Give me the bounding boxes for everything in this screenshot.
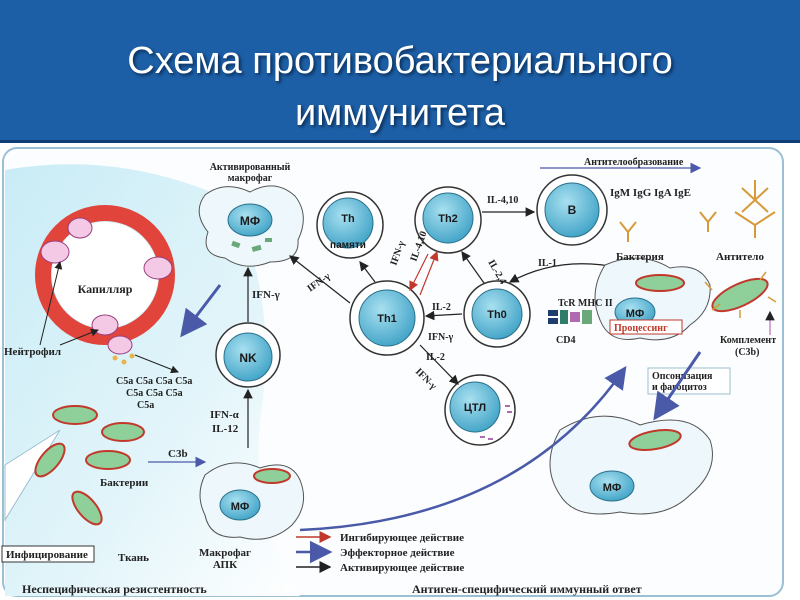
complement-label-1: Комплемент — [720, 335, 776, 346]
antibody-cluster — [619, 180, 776, 242]
presenting-mf-label: МФ — [626, 308, 645, 320]
ifn-alpha-label: IFN-α — [210, 409, 240, 421]
ifn-y-th0-label: IFN-γ — [428, 332, 454, 343]
legend-effector-label: Эффекторное действие — [340, 547, 455, 559]
opsonization-label-2: и фагоцитоз — [652, 382, 707, 393]
nk-label: NK — [239, 351, 257, 365]
nk-cell: NK — [215, 322, 281, 388]
bacterium — [52, 405, 98, 425]
c5a-arrow — [134, 354, 179, 374]
legend-inhibit-label: Ингибирующее действие — [340, 532, 464, 544]
th0-cell: Th0 — [463, 280, 531, 348]
slide-title-line-1: Схема противобактериального — [127, 40, 673, 82]
il-1-label: IL-1 — [538, 258, 557, 269]
capillary: Капилляр — [35, 205, 175, 365]
nonspecific-resistance-label: Неспецифическая резистентность — [22, 582, 207, 596]
th1-cell: Th1 — [349, 280, 425, 356]
ingested-bacterium — [635, 274, 685, 292]
slide-title-line-2: иммунитета — [294, 92, 506, 134]
c3b-label: C3b — [168, 448, 188, 460]
infection-label: Инфицирование — [6, 549, 88, 561]
b-cell: B — [536, 174, 608, 246]
neutrophil-label: Нейтрофил — [4, 346, 61, 358]
neutrophil — [40, 240, 70, 264]
apc-label-1: Макрофаг — [199, 547, 251, 559]
th1-to-ctl-arrow — [419, 344, 459, 385]
engulfed-bacterium — [628, 429, 682, 451]
bacteria-group — [34, 405, 145, 526]
infection-box — [1, 545, 95, 563]
activated-macrophage-label-2: макрофаг — [228, 173, 273, 184]
legend-activate-label: Активирующее действие — [340, 562, 464, 574]
mf-label: МФ — [240, 214, 260, 228]
nk-ifn-gamma: IFN-γ — [252, 289, 280, 301]
th2-cell: Th2 — [414, 186, 482, 254]
th1-to-memory-arrow — [359, 261, 376, 283]
th1-to-macrophage-arrow — [289, 255, 351, 304]
c5a-row-1: C5a C5a C5a C5a — [116, 376, 192, 387]
antibody-formation-label: Антителообразование — [584, 157, 684, 168]
neutrophil — [143, 256, 173, 280]
processing-label: Процессинг — [614, 323, 668, 334]
antigen-presentation-arrow — [299, 365, 627, 532]
neutrophil — [67, 217, 93, 239]
th-memory-label-1: Th — [341, 213, 355, 225]
neutrophil-pointer — [59, 328, 99, 346]
capillary-label: Капилляр — [78, 282, 133, 296]
c5a-row-3: C5a — [137, 400, 154, 411]
b-label: B — [568, 203, 577, 217]
th0-to-th1-arrow — [424, 310, 463, 321]
th0-to-th2-arrow — [461, 251, 485, 284]
macrophage-effector-arrow — [180, 284, 222, 338]
apc-mf-label: МФ — [231, 501, 250, 513]
th2-inhibit-th1-arrow — [409, 253, 429, 292]
th1-label: Th1 — [377, 313, 397, 325]
il12-label: IL-12 — [212, 423, 239, 435]
apc-label-2: АПК — [213, 559, 237, 571]
processing-box — [609, 319, 683, 335]
neutrophil — [91, 314, 119, 336]
th1-inhibit-th2-arrow — [419, 250, 439, 296]
activated-macrophage-label-1: Активированный — [210, 162, 291, 173]
ctl-cell: ЦТЛ — [444, 374, 516, 446]
title-band: Схема противобактериального иммунитета — [0, 0, 800, 143]
th2-label: Th2 — [438, 213, 458, 225]
antigen-specific-response-label: Антиген-специфический иммунный ответ — [412, 582, 642, 596]
ig-classes-label: IgM IgG IgA IgE — [610, 187, 691, 199]
il-2-ctl-label: IL-2 — [426, 352, 445, 363]
antibody-label: Антитело — [716, 251, 764, 263]
th-memory-label-2: памяти — [330, 240, 366, 251]
il-2-label: IL-2 — [432, 302, 451, 313]
c5a-row-2: C5a C5a C5a — [126, 388, 183, 399]
tcr-mhc-complex — [548, 310, 592, 324]
macrophage-apc: МФ — [199, 462, 305, 540]
opsonization-arrow — [653, 351, 702, 421]
bacterium — [85, 450, 131, 470]
opsonized-bacterium — [704, 271, 777, 318]
presenting-macrophage: МФ — [594, 257, 711, 341]
tcr-mhc-label: TcR MHC II — [558, 298, 613, 309]
th0-label: Th0 — [487, 309, 507, 321]
activated-macrophage: МФ — [198, 185, 304, 267]
phagocytosing-macrophage: МФ — [549, 415, 713, 515]
tissue-label: Ткань — [118, 552, 149, 564]
cd4-label: CD4 — [556, 335, 575, 346]
bacterium — [34, 442, 66, 478]
ctl-label: ЦТЛ — [464, 402, 486, 414]
bacteria-label: Бактерии — [100, 477, 149, 489]
phagocytosing-mf-label: МФ — [603, 482, 622, 494]
neutrophil-pointer — [39, 261, 63, 346]
opsonization-box — [647, 367, 731, 395]
neutrophil — [107, 335, 133, 355]
th2-il-4-10: IL-4,10 — [487, 195, 518, 206]
complement-label-2: (C3b) — [735, 347, 759, 358]
th-memory-cell: Th памяти — [316, 191, 384, 259]
bacterium-label: Бактерия — [616, 251, 664, 263]
bacterium — [101, 422, 145, 442]
bacterium — [71, 490, 103, 526]
legend: Ингибирующее действие Эффекторное действ… — [296, 531, 464, 574]
